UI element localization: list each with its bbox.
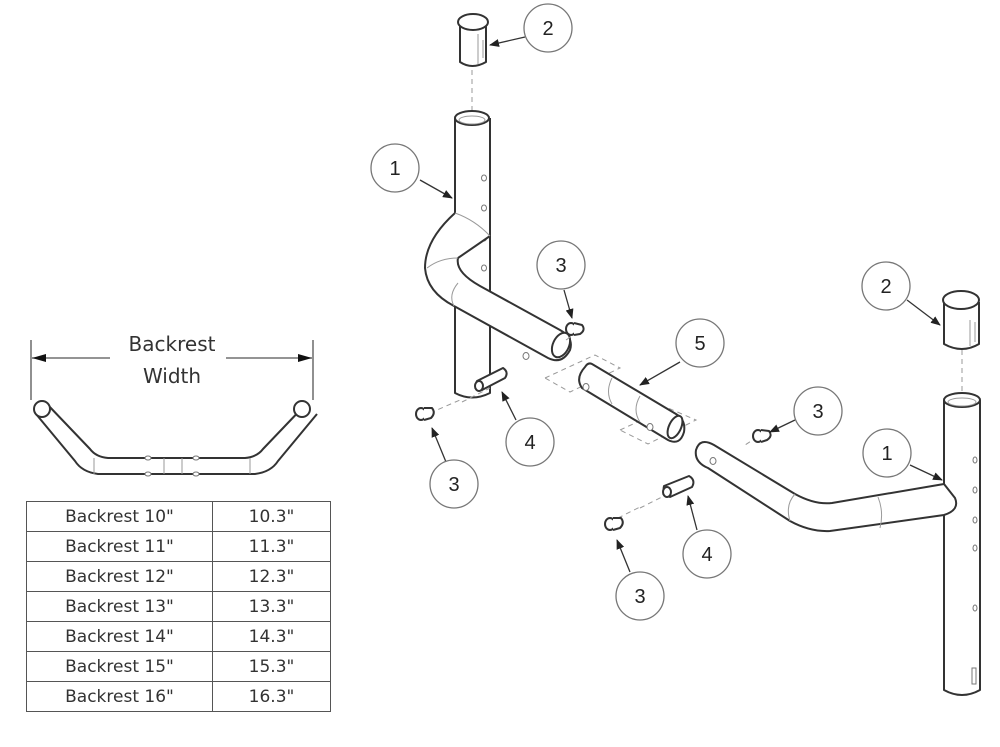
table-row: Backrest 13"13.3" xyxy=(26,591,331,622)
size-cell: Backrest 15" xyxy=(26,651,213,682)
callout-3-lower-right: 3 xyxy=(615,539,665,621)
size-cell: Backrest 11" xyxy=(26,531,213,562)
backrest-width-sketch: Backrest Width xyxy=(30,332,318,477)
tube-end-right xyxy=(293,400,311,418)
width-cell: 15.3" xyxy=(212,651,331,682)
callout-2-left: 2 xyxy=(489,3,573,53)
callout-3-upper-label: 3 xyxy=(555,255,566,277)
pin-left xyxy=(461,367,508,403)
dimension-label-line2: Width xyxy=(143,364,201,388)
size-cell: Backrest 16" xyxy=(26,681,213,712)
table-row: Backrest 12"12.3" xyxy=(26,561,331,592)
width-cell: 11.3" xyxy=(212,531,331,562)
table-row: Backrest 11"11.3" xyxy=(26,531,331,562)
right-backrest-tube xyxy=(694,350,981,696)
callout-2-right: 2 xyxy=(861,261,941,326)
callout-5: 5 xyxy=(639,318,725,386)
connector-sleeve xyxy=(543,354,698,445)
callout-4-left-label: 4 xyxy=(524,432,535,454)
callout-5-label: 5 xyxy=(694,333,705,355)
size-cell: Backrest 14" xyxy=(26,621,213,652)
screw-right xyxy=(744,429,772,446)
width-cell: 12.3" xyxy=(212,561,331,592)
callout-1-right-label: 1 xyxy=(881,443,892,465)
callout-3-lower-right-label: 3 xyxy=(634,586,645,608)
callout-1-left: 1 xyxy=(370,143,453,199)
width-cell: 10.3" xyxy=(212,501,331,532)
callout-1-right: 1 xyxy=(862,428,943,481)
callout-4-right: 4 xyxy=(682,495,732,579)
width-cell: 14.3" xyxy=(212,621,331,652)
screw-lower-right xyxy=(604,505,643,531)
callout-3-upper: 3 xyxy=(536,240,586,319)
backrest-frame-top-view xyxy=(35,403,318,475)
screw-lower-left xyxy=(415,399,461,421)
backrest-size-table: Backrest 10"10.3" Backrest 11"11.3" Back… xyxy=(26,501,331,712)
width-cell: 13.3" xyxy=(212,591,331,622)
callout-4-right-label: 4 xyxy=(701,544,712,566)
callout-3-lower-left: 3 xyxy=(429,427,479,509)
table-row: Backrest 16"16.3" xyxy=(26,681,331,712)
end-cap-right xyxy=(942,290,980,350)
table-row: Backrest 10"10.3" xyxy=(26,501,331,532)
screw-upper-left xyxy=(565,322,585,341)
callout-3-right: 3 xyxy=(769,386,843,436)
table-row: Backrest 14"14.3" xyxy=(26,621,331,652)
callout-3-lower-left-label: 3 xyxy=(448,474,459,496)
end-cap-left xyxy=(457,13,489,67)
table-row: Backrest 15"15.3" xyxy=(26,651,331,682)
size-cell: Backrest 13" xyxy=(26,591,213,622)
callout-2-left-label: 2 xyxy=(542,18,553,40)
callout-2-right-label: 2 xyxy=(880,276,891,298)
tube-end-left xyxy=(33,400,51,418)
callout-4-left: 4 xyxy=(501,391,555,467)
size-cell: Backrest 12" xyxy=(26,561,213,592)
width-cell: 16.3" xyxy=(212,681,331,712)
left-backrest-tube xyxy=(424,70,572,399)
callout-1-left-label: 1 xyxy=(389,158,400,180)
callout-3-right-label: 3 xyxy=(812,401,823,423)
size-cell: Backrest 10" xyxy=(26,501,213,532)
pin-right xyxy=(639,475,695,509)
dimension-label-line1: Backrest xyxy=(129,332,216,356)
